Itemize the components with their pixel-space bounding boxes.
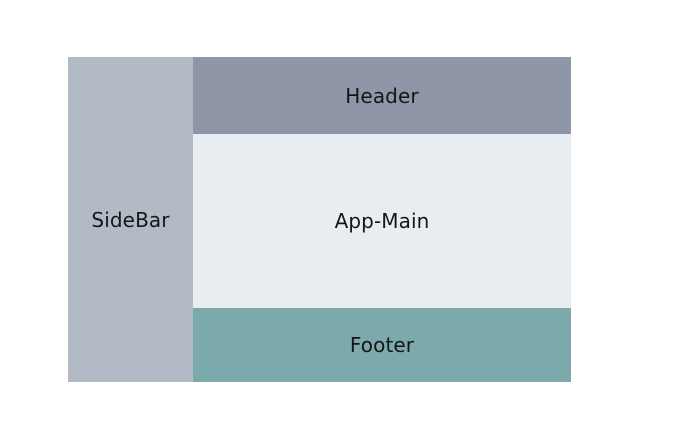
header-label: Header	[345, 83, 419, 108]
app-main-label: App-Main	[334, 209, 430, 233]
app-main-region[interactable]: App-Main	[193, 134, 571, 308]
footer-label: Footer	[349, 333, 415, 357]
sidebar-region[interactable]: SideBar	[68, 57, 193, 382]
app-layout-wireframe: SideBar Header App-Main Footer	[68, 57, 571, 382]
content-column: Header App-Main Footer	[193, 57, 571, 382]
footer-region[interactable]: Footer	[193, 308, 571, 382]
header-region[interactable]: Header	[193, 57, 571, 134]
sidebar-label: SideBar	[91, 207, 170, 232]
